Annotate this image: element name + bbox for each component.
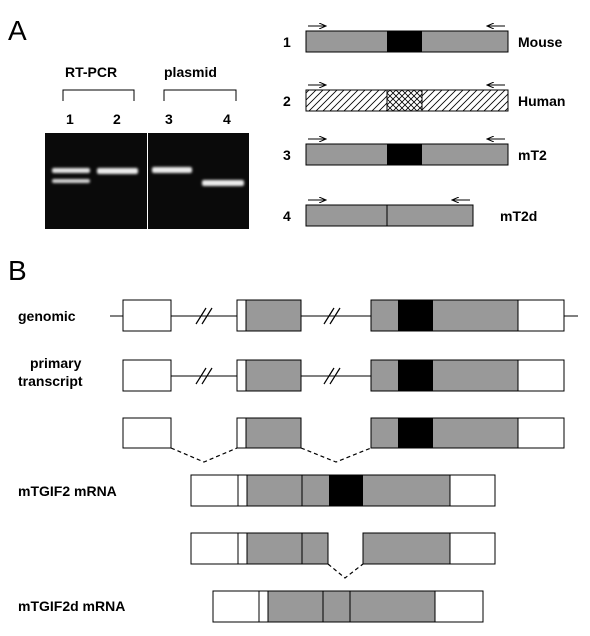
construct-1-number: 1 bbox=[283, 34, 291, 50]
lane-number-1: 1 bbox=[66, 111, 74, 127]
construct-2-crosshatch-region bbox=[386, 89, 423, 112]
gel-band-lane4 bbox=[202, 180, 244, 186]
primary-transcript-label-line2: transcript bbox=[18, 373, 83, 389]
gel-group-label-plasmid: plasmid bbox=[164, 64, 217, 80]
lane-number-4: 4 bbox=[223, 111, 231, 127]
lane-number-3: 3 bbox=[165, 111, 173, 127]
construct-3-name: mT2 bbox=[518, 147, 547, 163]
construct-4-bar bbox=[305, 204, 474, 227]
gel-band-lane3 bbox=[152, 167, 192, 173]
rtpcr-bracket bbox=[62, 89, 135, 101]
gel-band-lane2 bbox=[97, 168, 138, 174]
construct-1-name: Mouse bbox=[518, 34, 563, 50]
mtgif2-mrna-structure bbox=[190, 474, 496, 507]
gel-image bbox=[45, 133, 249, 229]
genomic-gene-structure bbox=[110, 299, 578, 332]
primary-transcript-structure bbox=[122, 359, 565, 392]
alternative-splicing bbox=[190, 532, 496, 579]
construct-2-number: 2 bbox=[283, 93, 291, 109]
construct-3-black-region bbox=[387, 144, 422, 165]
construct-3-number: 3 bbox=[283, 147, 291, 163]
lane-number-2: 2 bbox=[113, 111, 121, 127]
construct-1-black-region bbox=[387, 31, 422, 52]
gel-band-lane1-lower bbox=[52, 179, 90, 183]
construct-4-name: mT2d bbox=[500, 208, 537, 224]
gel-band-lane1-upper bbox=[52, 168, 90, 173]
plasmid-bracket bbox=[163, 89, 237, 101]
mtgif2-mrna-label: mTGIF2 mRNA bbox=[18, 483, 117, 499]
primary-transcript-label-line1: primary bbox=[30, 355, 82, 371]
construct-2-name: Human bbox=[518, 93, 565, 109]
mtgif2d-mrna-structure bbox=[212, 590, 484, 623]
panel-a-letter: A bbox=[8, 15, 27, 46]
genomic-label: genomic bbox=[18, 308, 76, 324]
gel-group-label-rtpcr: RT-PCR bbox=[65, 64, 117, 80]
splicing-exons bbox=[122, 417, 565, 463]
construct-4-number: 4 bbox=[283, 208, 291, 224]
mtgif2d-mrna-label: mTGIF2d mRNA bbox=[18, 598, 125, 614]
panel-b-letter: B bbox=[8, 255, 27, 286]
